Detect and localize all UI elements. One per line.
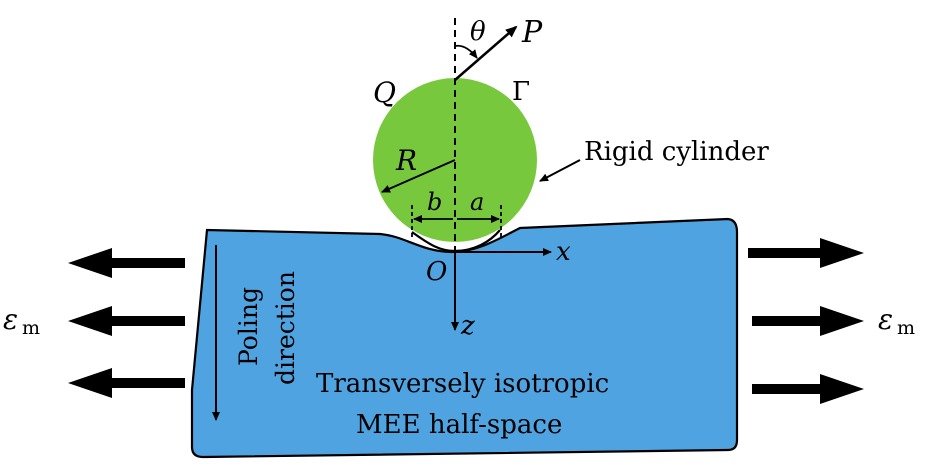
right-arrow-mid <box>752 306 864 336</box>
strain-label-right: ε m <box>878 303 915 339</box>
halfspace-label-line1: Transversely isotropic <box>316 369 609 399</box>
rigid-cylinder-label: Rigid cylinder <box>584 137 769 167</box>
poling-direction-line2: direction <box>271 271 300 385</box>
x-axis-label: x <box>556 237 571 267</box>
strain-right-subscript: m <box>897 317 915 339</box>
theta-arc <box>454 44 478 59</box>
strain-label-left: ε m <box>3 303 40 339</box>
radius-label: R <box>395 144 417 177</box>
halfspace-label-line2: MEE half-space <box>356 410 562 440</box>
left-arrow-top <box>68 248 185 278</box>
right-strain-arrows <box>748 238 864 404</box>
left-strain-arrows <box>68 248 185 398</box>
strain-left-subscript: m <box>22 317 40 339</box>
a-label: a <box>470 188 484 216</box>
strain-left-symbol: ε <box>3 303 18 336</box>
right-arrow-top <box>748 238 864 268</box>
gamma-label: Γ <box>512 77 530 107</box>
b-label: b <box>427 188 442 216</box>
load-label: P <box>521 15 543 50</box>
strain-right-symbol: ε <box>878 303 893 336</box>
radius-arrow <box>381 159 456 193</box>
z-axis-label: z <box>460 311 475 341</box>
load-arrow <box>454 25 518 81</box>
origin-label: O <box>426 257 447 287</box>
left-arrow-mid <box>68 306 185 336</box>
q-label: Q <box>373 76 396 109</box>
poling-direction-line1: Poling <box>234 287 263 366</box>
cylinder-pointer <box>539 159 581 182</box>
halfspace-body <box>190 217 739 459</box>
theta-label: θ <box>470 17 486 47</box>
left-arrow-bottom <box>68 368 185 398</box>
right-arrow-bottom <box>752 374 864 404</box>
